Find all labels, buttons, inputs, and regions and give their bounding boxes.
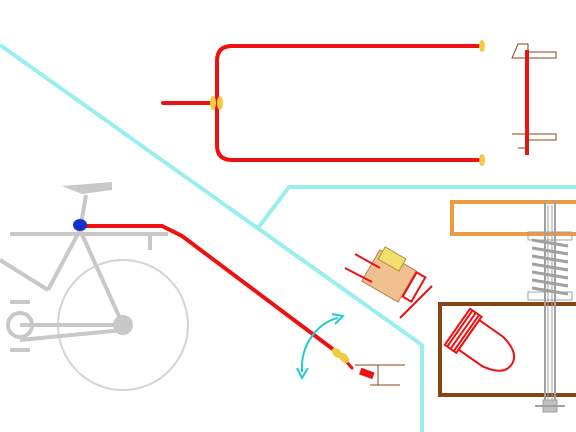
cyan-boundary <box>0 43 576 432</box>
spring-mechanism-icon <box>527 200 573 413</box>
bike-down-tube <box>0 258 50 292</box>
cyan-diagonal-line <box>0 43 424 432</box>
yellow-clip-rod <box>331 347 350 364</box>
bicycle-icon <box>0 182 189 391</box>
bike-crank <box>6 311 34 339</box>
bottle-part-icon <box>443 307 516 372</box>
pulley-icon <box>344 246 433 319</box>
rotation-arrow-icon <box>296 313 346 381</box>
cyan-upper-line <box>256 185 576 230</box>
rotation-arrowhead-bottom <box>296 367 309 381</box>
rod-plug <box>355 364 405 386</box>
bike-saddle <box>62 182 112 194</box>
yellow-clip-bracket <box>210 40 485 166</box>
orange-box <box>450 200 576 236</box>
bracket-end-piece <box>511 43 557 155</box>
bike-seat-tube <box>46 229 82 291</box>
bike-seat-stay <box>78 229 125 326</box>
rotation-arrowhead-top <box>331 313 346 325</box>
red-tow-rod <box>80 224 354 370</box>
red-rod-line <box>80 224 340 355</box>
bike-rear-hub <box>113 315 133 335</box>
u-bracket-path <box>215 44 482 162</box>
bike-chain-lower <box>19 328 124 342</box>
brown-frame <box>438 302 576 397</box>
rotation-arc <box>300 317 339 373</box>
blue-clamp <box>73 219 87 231</box>
